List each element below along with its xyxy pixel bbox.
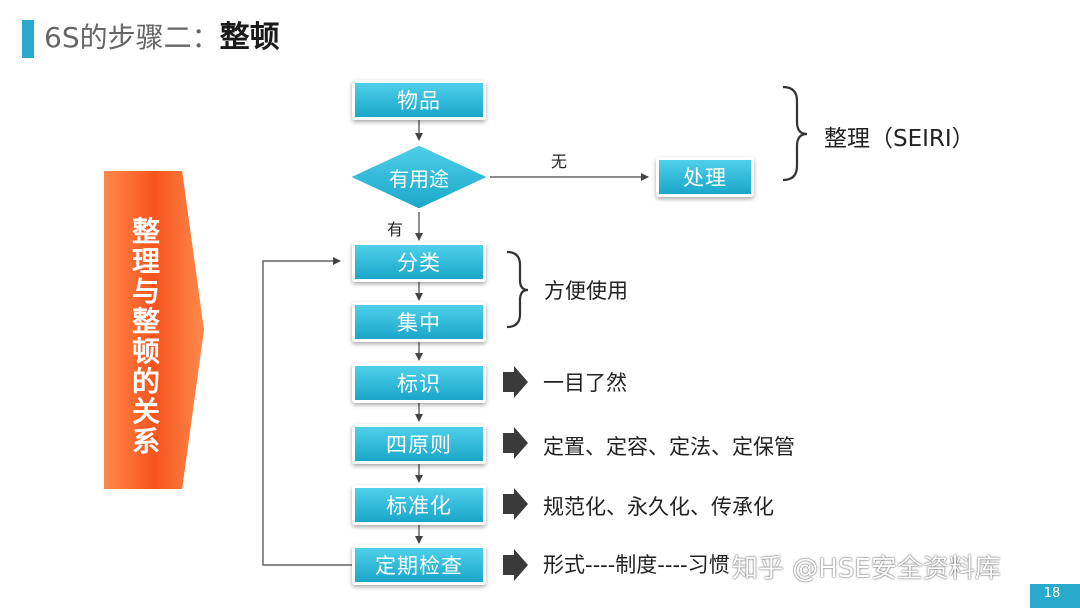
note-identify: 一目了然 <box>543 371 627 395</box>
side-char: 关 <box>131 395 160 428</box>
page-title: 6S的步骤二：整顿 <box>44 16 280 60</box>
node-classify: 分类 <box>352 242 486 282</box>
page-number-tab <box>1030 584 1080 608</box>
node-four-principles: 四原则 <box>352 424 486 464</box>
node-standardize: 标准化 <box>352 485 486 525</box>
brace-convenient <box>506 250 529 329</box>
side-char: 系 <box>131 425 160 458</box>
side-char: 顿 <box>131 335 160 368</box>
block-arrow-check <box>503 549 528 581</box>
note-four-principles: 定置、定容、定法、定保管 <box>543 435 795 459</box>
side-char: 理 <box>131 245 160 278</box>
note-standardize: 规范化、永久化、传承化 <box>543 495 774 519</box>
useful-diamond-shape <box>344 142 494 212</box>
block-arrow-standard <box>503 488 528 520</box>
side-orange-arrow <box>102 169 207 491</box>
node-periodic-check: 定期检查 <box>352 545 486 585</box>
node-useful-label: 有用途 <box>389 166 449 191</box>
block-arrow-four <box>503 427 528 459</box>
page-number: 18 <box>1043 586 1061 601</box>
side-label-relation: 整 理 与 整 顿 的 关 系 <box>118 217 174 457</box>
node-handle: 处理 <box>656 157 754 197</box>
edge-label-yes: 有 <box>387 220 404 239</box>
side-char: 的 <box>131 365 160 398</box>
note-seiri: 整理（SEIRI） <box>824 126 975 152</box>
side-char: 整 <box>131 215 160 248</box>
note-convenient: 方便使用 <box>544 279 628 303</box>
title-prefix: 6S的步骤二： <box>44 21 220 54</box>
side-char: 与 <box>131 275 160 308</box>
brace-seiri <box>782 85 808 182</box>
title-main: 整顿 <box>219 20 280 55</box>
node-item: 物品 <box>352 80 486 120</box>
side-char: 整 <box>131 305 160 338</box>
watermark: 知乎 @HSE安全资料库 <box>732 554 1001 584</box>
title-accent-bar <box>22 20 34 58</box>
edge-label-no: 无 <box>551 152 568 171</box>
node-concentrate: 集中 <box>352 302 486 342</box>
feedback-loop <box>262 257 352 566</box>
node-identify: 标识 <box>352 363 486 403</box>
block-arrow-identify <box>503 366 528 398</box>
note-periodic-check: 形式----制度----习惯 <box>543 553 730 577</box>
